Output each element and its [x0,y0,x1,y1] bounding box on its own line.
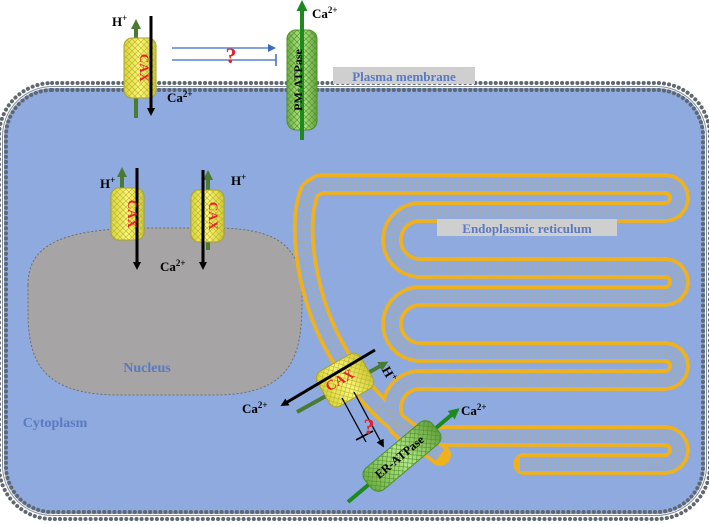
h-ion-er: H+ [379,363,400,384]
plasma-membrane-label: Plasma membrane [352,69,456,84]
cax-er: CAX [280,348,389,414]
nucleus [27,227,303,396]
plasma-membrane-label-box [333,67,475,84]
cax-nuclear-left: CAX [110,167,145,270]
er-label-box [437,219,617,236]
regulation-arrows-er [341,391,384,448]
h-ion-label: H+ [112,13,127,29]
ca-ion-pm-label: Ca2+ [312,5,338,21]
er-label: Endoplasmic reticulum [462,221,592,236]
ca-ion-nuc-label: Ca2+ [160,258,186,274]
h-ion-nuc-right: H+ [231,172,246,188]
ca-ion-label: Ca2+ [167,89,193,105]
svg-text:PM-ATPase: PM-ATPase [291,48,305,110]
svg-text:CAX: CAX [137,54,152,83]
ca-ion-er-left: Ca2+ [242,400,268,416]
svg-text:CAX: CAX [206,202,221,231]
cax-plasma-membrane: CAX [123,16,157,118]
cytoplasm-label: Cytoplasm [23,416,88,431]
endoplasmic-reticulum [292,173,690,475]
h-ion-nuc-left: H+ [100,175,115,191]
plasma-membrane-inner [4,88,705,514]
plasma-membrane-tails [2,86,707,516]
svg-text:CAX: CAX [125,200,140,229]
regulation-arrows-pm [172,44,277,66]
unknown-regulation-mark-er: ? [364,414,375,439]
pm-atpase: PM-ATPase [286,0,318,140]
cax-nuclear-right: CAX [190,170,225,270]
unknown-regulation-mark: ? [226,43,237,68]
nucleus-label: Nucleus [123,361,171,376]
ca-ion-er-right: Ca2+ [461,402,487,418]
